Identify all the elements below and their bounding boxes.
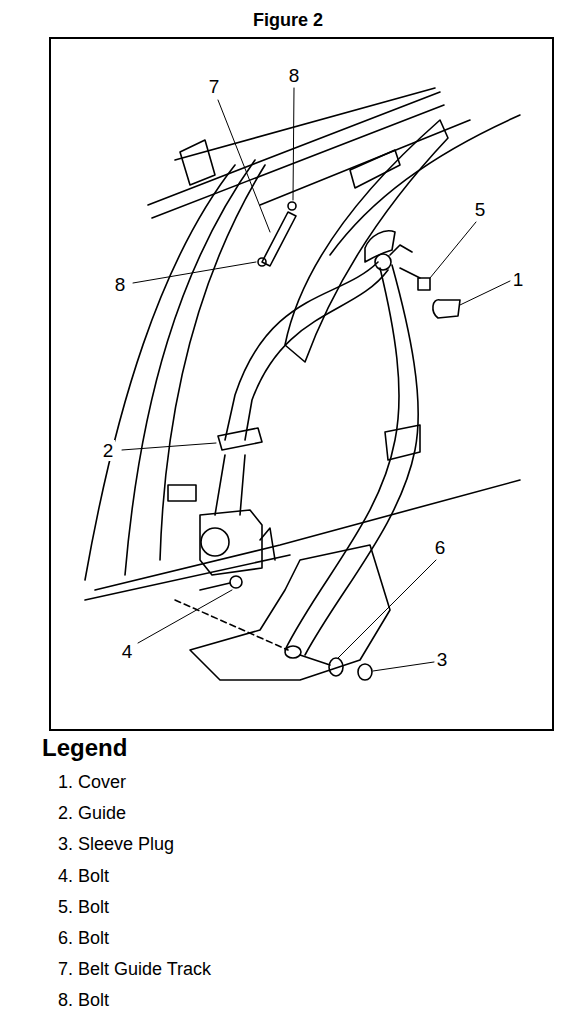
legend-entry: 5. Bolt bbox=[58, 898, 109, 916]
belt-webbing bbox=[215, 455, 225, 515]
assembly-line bbox=[175, 600, 288, 650]
latch-plate bbox=[385, 425, 420, 460]
callout-number: 7 bbox=[207, 76, 222, 97]
legend-entry: 4. Bolt bbox=[58, 867, 109, 885]
belt-webbing bbox=[285, 268, 399, 650]
sill-line bbox=[95, 480, 520, 590]
cover bbox=[433, 300, 460, 318]
roof-line bbox=[260, 120, 470, 205]
belt-webbing bbox=[225, 262, 378, 440]
anchor-plate bbox=[390, 245, 412, 255]
callout-number: 4 bbox=[120, 641, 135, 662]
callout-number: 2 bbox=[101, 440, 116, 461]
bolt-head bbox=[230, 576, 242, 588]
sleeve-plug bbox=[358, 664, 372, 680]
leader-line bbox=[293, 88, 294, 200]
belt-webbing bbox=[305, 265, 418, 655]
floor-anchor bbox=[285, 646, 301, 658]
guide bbox=[218, 428, 262, 450]
leader-line bbox=[133, 262, 256, 283]
pillar-outline bbox=[125, 160, 255, 575]
figure-title: Figure 2 bbox=[0, 11, 576, 29]
legend-entry: 3. Sleeve Plug bbox=[58, 835, 174, 853]
anchor bbox=[375, 254, 391, 270]
leader-line bbox=[218, 100, 270, 232]
retractor-spool bbox=[201, 528, 229, 556]
leader-line bbox=[338, 560, 436, 658]
pillar-bracket bbox=[168, 485, 196, 501]
bolt-shaft bbox=[400, 268, 420, 278]
roof-line bbox=[152, 105, 444, 218]
sill-line bbox=[85, 555, 290, 600]
callout-number: 8 bbox=[113, 274, 128, 295]
legend-entry: 1. Cover bbox=[58, 773, 126, 791]
belt-webbing bbox=[240, 455, 245, 515]
figure-frame bbox=[50, 38, 553, 730]
legend-entry: 7. Belt Guide Track bbox=[58, 960, 211, 978]
bolt-head bbox=[418, 278, 430, 290]
belt-guide-track bbox=[262, 212, 296, 266]
anchor-slot bbox=[365, 231, 395, 262]
bolt bbox=[258, 258, 266, 266]
legend-entry: 2. Guide bbox=[58, 804, 126, 822]
legend-entry: 6. Bolt bbox=[58, 929, 109, 947]
callout-number: 6 bbox=[433, 537, 448, 558]
callout-number: 3 bbox=[435, 649, 450, 670]
leader-line bbox=[373, 662, 434, 671]
roof-bracket bbox=[180, 140, 215, 185]
leader-line bbox=[430, 222, 476, 278]
pillar-outline bbox=[85, 165, 235, 580]
bolt bbox=[288, 202, 296, 210]
belt-webbing bbox=[245, 270, 388, 440]
callout-number: 1 bbox=[511, 269, 526, 290]
bolt-shaft bbox=[200, 583, 230, 590]
retractor bbox=[200, 510, 262, 575]
trim-edge bbox=[260, 528, 275, 560]
leader-line bbox=[122, 443, 216, 450]
trim-edge bbox=[330, 115, 520, 255]
legend-heading: Legend bbox=[42, 736, 127, 760]
callout-number: 8 bbox=[287, 65, 302, 86]
floor-trim bbox=[190, 545, 390, 680]
leader-line bbox=[138, 590, 232, 643]
bolt-shaft bbox=[300, 655, 330, 665]
bolt-head bbox=[329, 658, 343, 676]
legend-entry: 8. Bolt bbox=[58, 991, 109, 1009]
callout-number: 5 bbox=[473, 199, 488, 220]
trim-slot bbox=[350, 150, 400, 188]
leader-line bbox=[460, 281, 510, 305]
